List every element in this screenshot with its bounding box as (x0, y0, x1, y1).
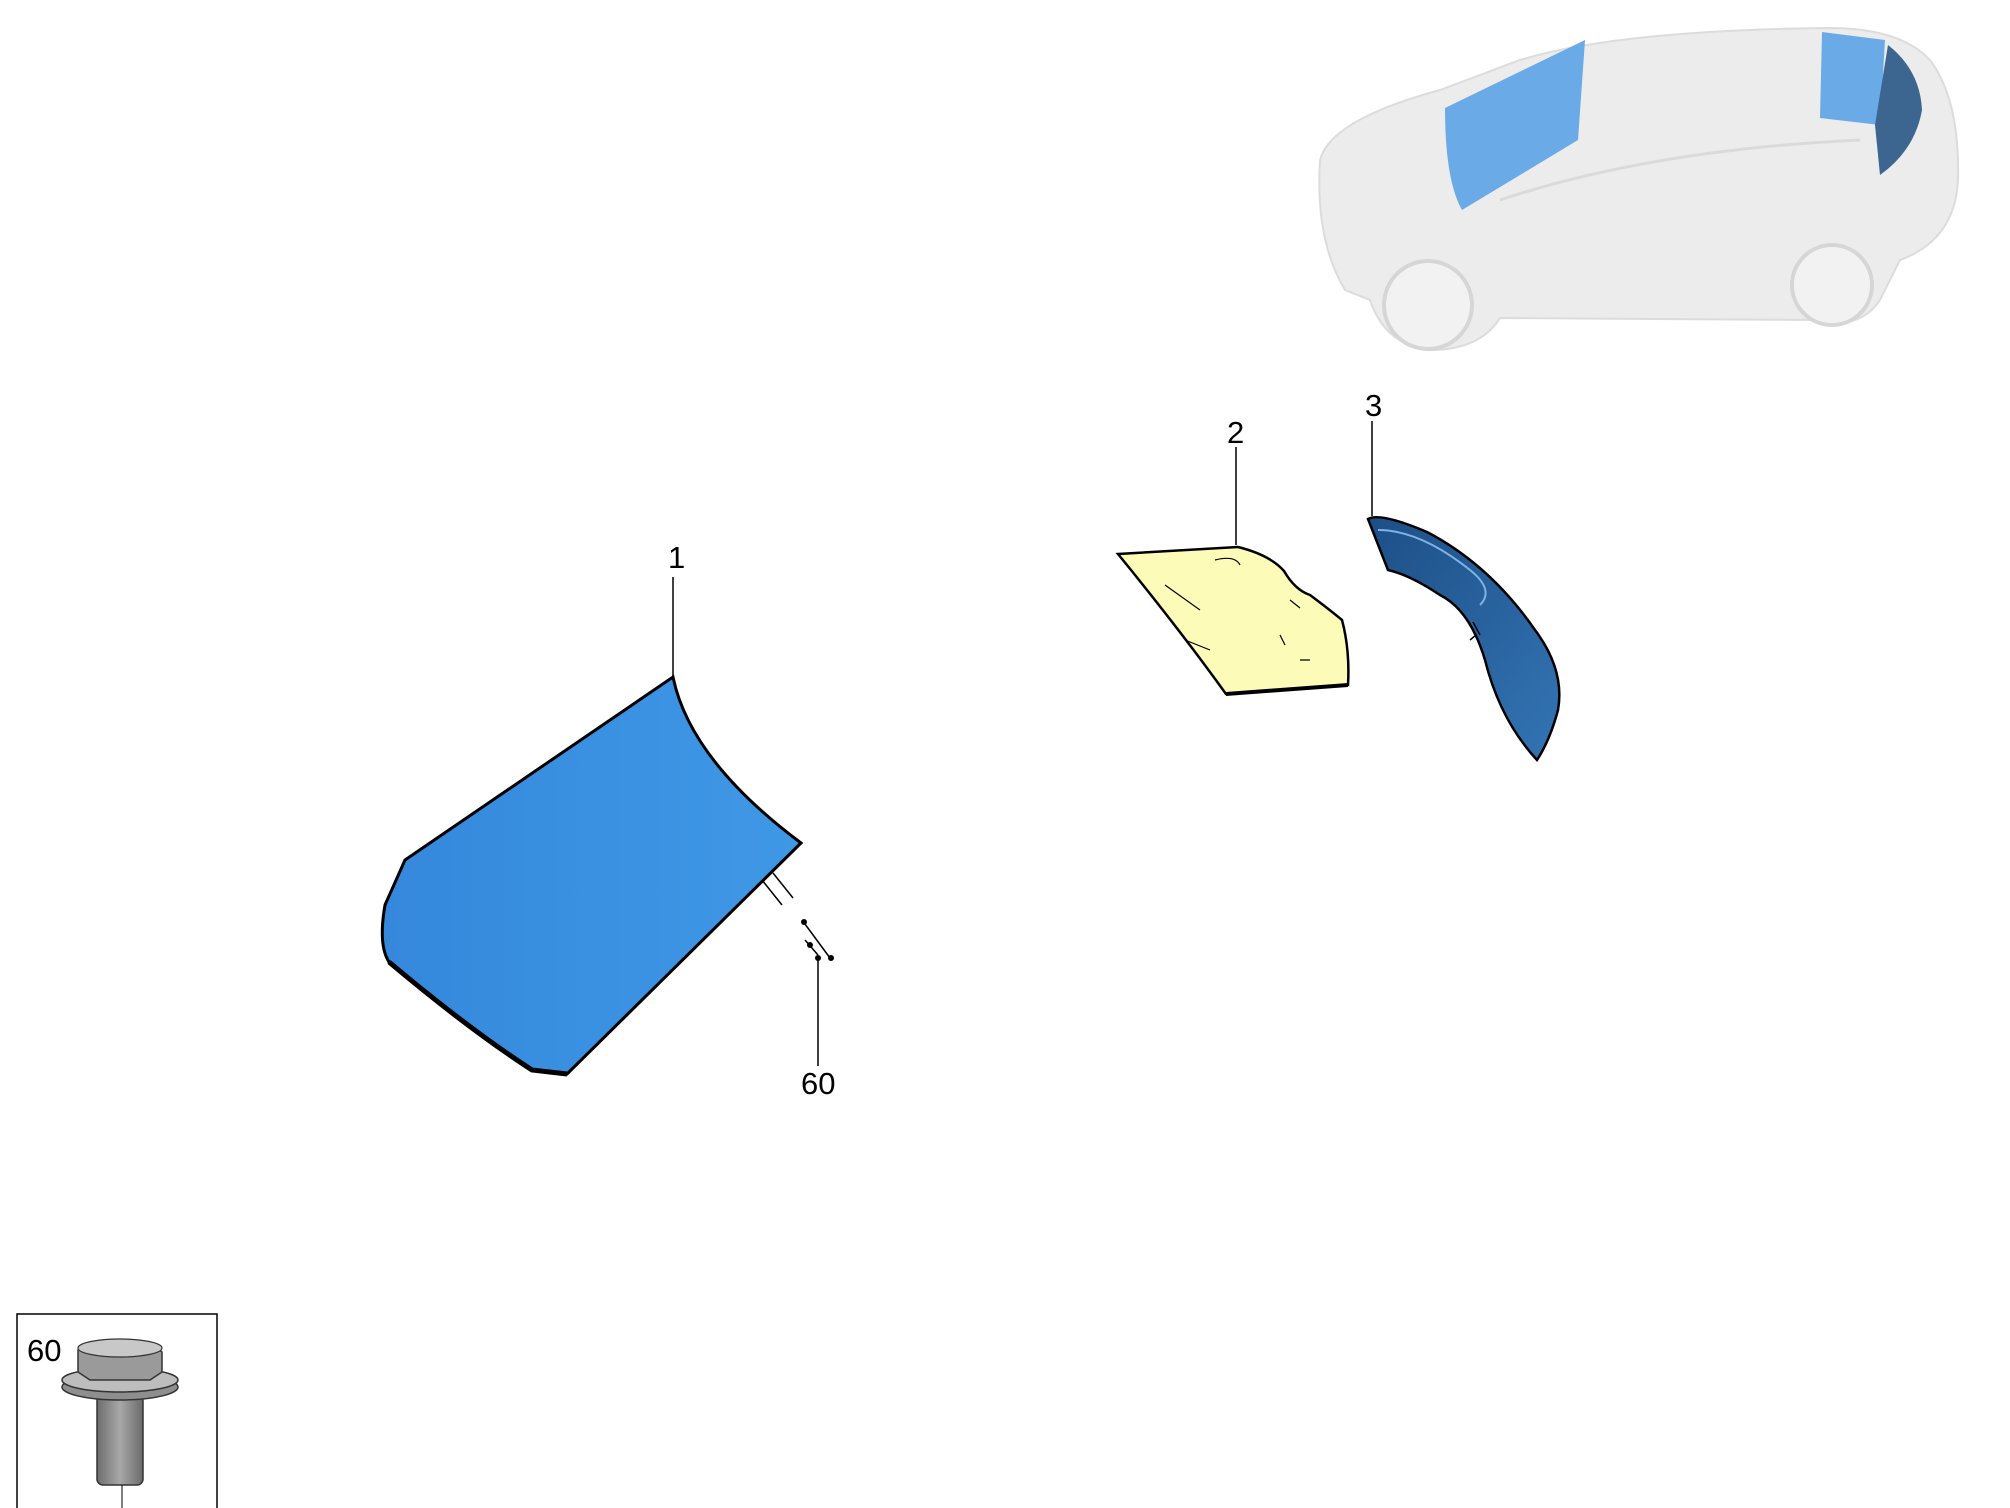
vehicle-overview (1318, 26, 1960, 352)
callout-3[interactable]: 3 (1365, 388, 1382, 423)
inset-bolt-60[interactable]: 60 (16, 1313, 218, 1508)
bolt-cluster (801, 919, 834, 961)
car-roof-rear-highlight (1820, 32, 1885, 125)
inset-label-60: 60 (27, 1333, 61, 1368)
car-windshield-highlight (1445, 40, 1585, 210)
car-front-wheel (1382, 259, 1474, 351)
callout-60[interactable]: 60 (801, 1066, 835, 1101)
car-rear-window-highlight (1875, 45, 1922, 175)
callout-1[interactable]: 1 (668, 540, 685, 575)
part-3-rear-glass[interactable] (1366, 515, 1561, 763)
part-1-windshield[interactable] (380, 674, 804, 1077)
part-2-roof-glass[interactable] (1115, 545, 1350, 696)
bolt-icon (61, 1338, 179, 1508)
car-rear-wheel (1790, 243, 1874, 327)
callout-2[interactable]: 2 (1227, 415, 1244, 450)
